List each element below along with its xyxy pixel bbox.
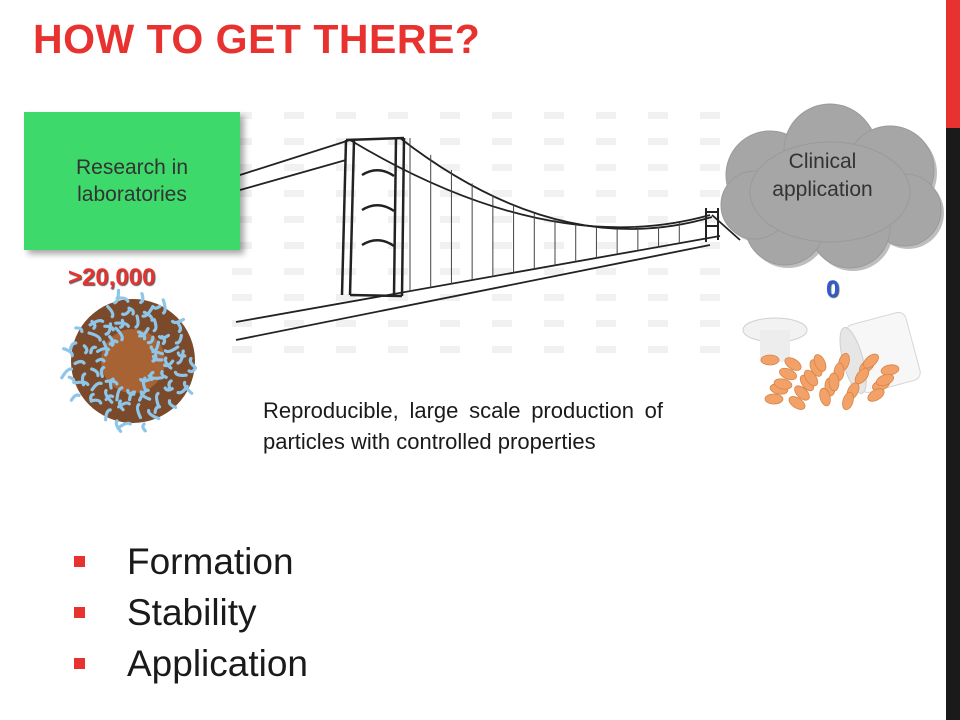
bridge-suspenders [409, 138, 680, 292]
bullet-list: Formation Stability Application [74, 536, 308, 689]
background-tiles [232, 112, 720, 353]
bullet-text: Application [127, 642, 309, 684]
production-caption: Reproducible, large scale production of … [263, 398, 663, 454]
bullet-item: Formation [74, 536, 308, 587]
bullet-square-icon [74, 556, 85, 567]
bullet-text: Formation [127, 540, 294, 582]
research-box: Research in laboratories [24, 112, 240, 250]
accent-bar-red [946, 0, 960, 128]
bullet-item: Application [74, 638, 308, 689]
bullet-text: Stability [127, 591, 257, 633]
bullet-item: Stability [74, 587, 308, 638]
nanoparticle-icon [60, 288, 198, 433]
research-box-label: Research in laboratories [75, 155, 189, 206]
bullet-square-icon [74, 607, 85, 618]
clinical-count: 0 [826, 276, 840, 303]
pills-photo-icon [742, 310, 921, 411]
bullet-square-icon [74, 658, 85, 669]
accent-bar-dark [946, 128, 960, 720]
clinical-cloud-body [720, 103, 942, 269]
research-count: >20,000 [68, 264, 156, 291]
clinical-cloud-label: Clinical application [772, 150, 873, 202]
bridge-far-tower [705, 208, 719, 242]
bridge-cables [235, 137, 741, 341]
slide-title: HOW TO GET THERE? [33, 16, 481, 62]
bridge-tower [340, 136, 406, 298]
